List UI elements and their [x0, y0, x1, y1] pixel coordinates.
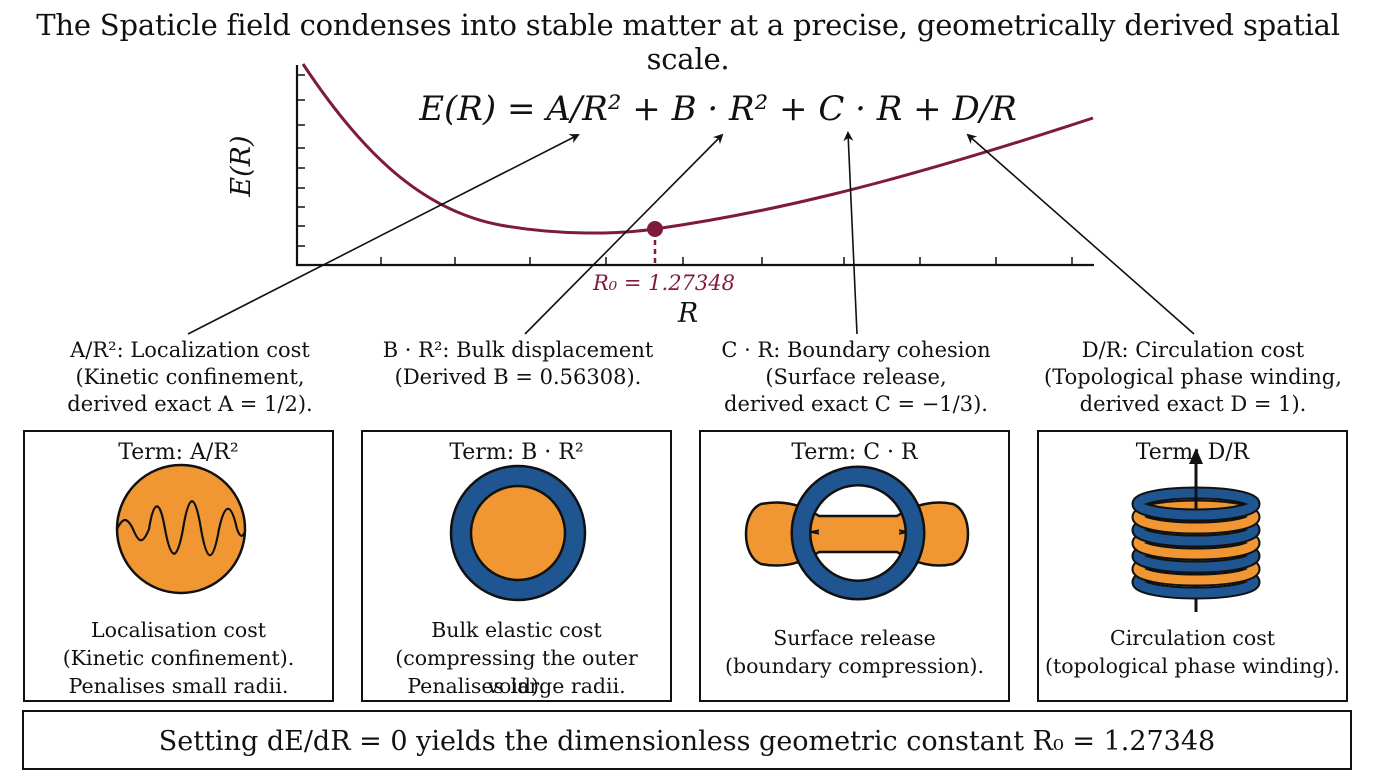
- term-label-c-line3: derived exact C = −1/3).: [724, 392, 988, 416]
- term-label-a-line3: derived exact A = 1/2).: [67, 392, 313, 416]
- term-box-b-title: Term: B · R²: [449, 440, 584, 465]
- term-box-c: Term: C · R Surface release (boundary co…: [699, 430, 1010, 702]
- arrow-c-term: [843, 131, 858, 335]
- term-box-b: Term: B · R² Bulk elastic cost (compress…: [361, 430, 672, 702]
- arrow-a-term: [187, 134, 580, 335]
- term-label-b-line2: (Derived B = 0.56308).: [394, 365, 642, 389]
- minimum-point: [647, 221, 663, 237]
- term-label-d-head: D/R: Circulation cost: [1081, 338, 1305, 362]
- winding-coil-icon: [1131, 448, 1261, 612]
- equation: E(R) = A/R² + B · R² + C · R + D/R: [418, 89, 1017, 129]
- term-label-c: C · R: Boundary cohesion (Surface releas…: [686, 337, 1026, 418]
- term-label-c-head: C · R: Boundary cohesion: [721, 338, 991, 362]
- oscillating-wave-sphere-icon: [115, 463, 247, 595]
- energy-plot: R₀ = 1.27348 R E(R) E(R) = A/R² + B · R²…: [187, 63, 1195, 335]
- y-ticks: [297, 74, 305, 247]
- term-box-b-desc2: (compressing the outer void).: [395, 646, 638, 698]
- result-text: Setting dE/dR = 0 yields the dimensionle…: [158, 726, 1216, 757]
- term-label-d-line2: (Topological phase winding,: [1044, 365, 1342, 389]
- term-box-b-desc1: Bulk elastic cost: [431, 618, 602, 642]
- term-box-c-desc2: (boundary compression).: [724, 654, 985, 678]
- term-box-c-title: Term: C · R: [791, 440, 918, 465]
- term-label-b: B · R²: Bulk displacement (Derived B = 0…: [348, 337, 688, 391]
- term-box-d-title: Term: D/R: [1135, 440, 1250, 465]
- term-box-a-desc2: (Kinetic confinement).: [62, 646, 295, 670]
- term-label-d: D/R: Circulation cost (Topological phase…: [1010, 337, 1376, 418]
- arrow-d-term: [966, 133, 1195, 335]
- energy-curve: [301, 63, 1094, 235]
- page-title: The Spaticle field condenses into stable…: [36, 8, 1340, 76]
- result-box: Setting dE/dR = 0 yields the dimensionle…: [22, 710, 1352, 770]
- term-label-a-head: A/R²: Localization cost: [70, 338, 310, 362]
- arrow-b-term: [524, 133, 724, 335]
- term-label-a: A/R²: Localization cost (Kinetic confine…: [20, 337, 360, 418]
- term-label-c-line2: (Surface release,: [765, 365, 947, 389]
- term-box-a-title: Term: A/R²: [118, 440, 239, 465]
- x-ticks: [380, 257, 1073, 265]
- boundary-ring-dumbbell-icon: [744, 465, 970, 601]
- term-box-d-desc1: Circulation cost: [1110, 626, 1275, 650]
- term-label-a-line2: (Kinetic confinement,: [75, 365, 305, 389]
- term-box-d-desc2: (topological phase winding).: [1045, 654, 1340, 678]
- term-box-c-desc1: Surface release: [773, 626, 936, 650]
- y-axis-label: E(R): [226, 135, 257, 197]
- term-box-d: Term: D/R Circulation cost (topological …: [1037, 430, 1348, 702]
- term-label-b-head: B · R²: Bulk displacement: [382, 338, 654, 362]
- compressed-ring-disc-icon: [449, 464, 587, 602]
- minimum-label: R₀ = 1.27348: [592, 271, 735, 295]
- term-label-d-line3: derived exact D = 1).: [1079, 392, 1307, 416]
- term-box-a: Term: A/R² Localisation cost (Kinetic co…: [23, 430, 334, 702]
- term-box-b-desc3: Penalises large radii.: [407, 674, 626, 698]
- x-axis-label: R: [677, 298, 698, 329]
- term-box-a-desc1: Localisation cost: [91, 618, 266, 642]
- term-box-a-desc3: Penalises small radii.: [68, 674, 289, 698]
